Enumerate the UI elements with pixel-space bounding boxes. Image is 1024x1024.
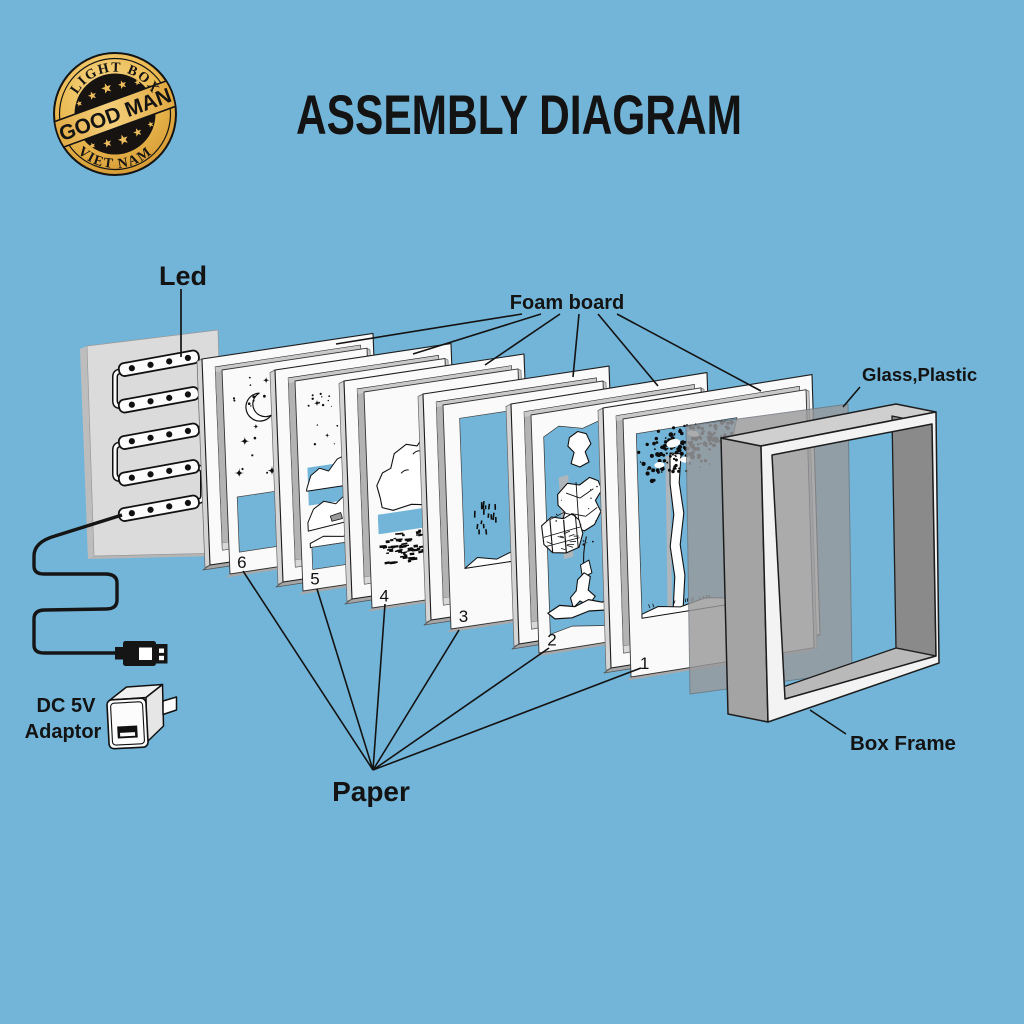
- svg-text:Foam board: Foam board: [510, 292, 624, 314]
- svg-text:Led: Led: [159, 261, 207, 291]
- svg-text:5: 5: [310, 570, 319, 589]
- svg-text:1: 1: [640, 654, 649, 673]
- svg-text:Glass,Plastic: Glass,Plastic: [862, 364, 977, 385]
- svg-text:Adaptor: Adaptor: [25, 721, 102, 743]
- svg-text:DC 5V: DC 5V: [37, 695, 97, 717]
- svg-text:4: 4: [380, 586, 389, 605]
- svg-text:Box Frame: Box Frame: [850, 732, 956, 755]
- svg-text:3: 3: [459, 607, 468, 626]
- svg-text:Paper: Paper: [332, 776, 410, 807]
- svg-text:2: 2: [547, 631, 556, 650]
- svg-text:6: 6: [237, 553, 246, 572]
- svg-text:ASSEMBLY DIAGRAM: ASSEMBLY DIAGRAM: [296, 83, 742, 146]
